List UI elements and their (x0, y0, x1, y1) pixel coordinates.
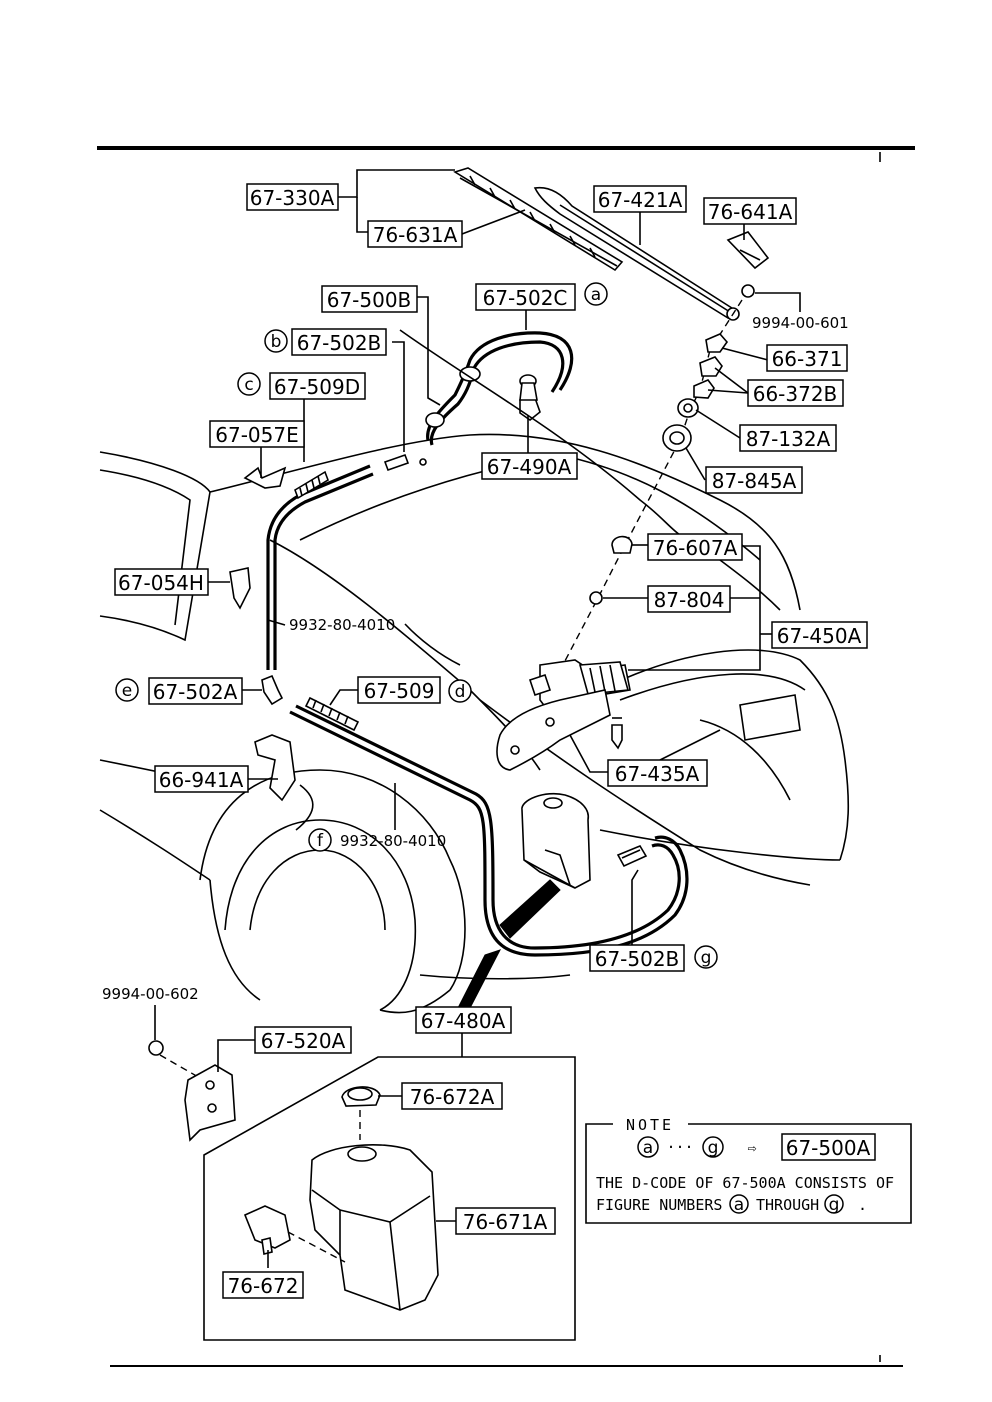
svg-text:e: e (122, 681, 132, 701)
svg-text:d: d (455, 682, 466, 702)
note-line-2c: THROUGH (756, 1196, 819, 1214)
part-label-67-520A: 67-520A (254, 1026, 352, 1054)
svg-text:87-845A: 87-845A (712, 469, 797, 493)
part-label-76-671A: 76-671A (455, 1207, 556, 1235)
svg-text:f: f (317, 831, 324, 851)
svg-text:76-672: 76-672 (228, 1274, 299, 1298)
wiper-motor-assembly (496, 659, 631, 771)
part-label-76-631A: 76-631A (367, 220, 463, 248)
svg-text:b: b (271, 332, 282, 352)
part-label-67-509D: 67-509D (269, 372, 366, 400)
circle-letter-f: f (308, 828, 332, 852)
svg-text:76-631A: 76-631A (373, 223, 458, 247)
svg-text:67-057E: 67-057E (215, 423, 298, 447)
part-label-67-480A: 67-480A (415, 1006, 512, 1034)
svg-text:76-671A: 76-671A (463, 1210, 548, 1234)
part-label-76-672: 76-672 (222, 1271, 304, 1299)
svg-text:67-054H: 67-054H (118, 571, 204, 595)
bracket-67-520A (148, 1040, 236, 1142)
note-line-2b: a (734, 1195, 744, 1215)
svg-text:67-500B: 67-500B (327, 288, 412, 312)
part-label-67-509: 67-509 (357, 676, 441, 704)
circle-letter-g: g (694, 945, 718, 969)
circle-letter-d: d (448, 679, 472, 703)
circle-letter-a: a (584, 282, 608, 306)
svg-text:66-941A: 66-941A (159, 768, 244, 792)
svg-text:67-502C: 67-502C (483, 286, 568, 310)
circle-letter-c: c (237, 372, 261, 396)
note-line-2d: g (829, 1195, 840, 1215)
page-rules (97, 146, 915, 1367)
washer-hoses (266, 331, 689, 957)
part-label-76-672A: 76-672A (401, 1082, 503, 1110)
note-code: 67-500A (786, 1136, 871, 1160)
tank-exploded-view (203, 1056, 576, 1341)
svg-text:67-480A: 67-480A (421, 1009, 506, 1033)
part-label-67-057E: 67-057E (209, 420, 305, 448)
washer-tank-installed (457, 792, 591, 1009)
part-label-76-641A: 76-641A (703, 197, 797, 225)
svg-text:67-502A: 67-502A (153, 680, 238, 704)
svg-text:67-520A: 67-520A (261, 1029, 346, 1053)
part-label-67-500B: 67-500B (321, 285, 418, 313)
plain-label-9994-00-601: 9994-00-601 (752, 314, 849, 332)
part-label-66-371: 66-371 (766, 344, 848, 372)
svg-text:67-421A: 67-421A (598, 188, 683, 212)
svg-text:66-372B: 66-372B (753, 382, 838, 406)
part-label-67-450A: 67-450A (771, 621, 868, 649)
svg-text:76-672A: 76-672A (410, 1085, 495, 1109)
part-label-67-502A: 67-502A (148, 677, 243, 705)
svg-text:76-607A: 76-607A (653, 536, 738, 560)
svg-text:67-509: 67-509 (364, 679, 435, 703)
note-arrow: ⇨ (747, 1139, 756, 1157)
part-label-87-845A: 87-845A (705, 466, 803, 494)
svg-text:66-371: 66-371 (772, 347, 843, 371)
note-line-2a: FIGURE NUMBERS (596, 1196, 722, 1214)
note-range-dots: ··· (666, 1138, 693, 1156)
svg-text:67-509D: 67-509D (274, 375, 360, 399)
note-line-1: THE D-CODE OF 67-500A CONSISTS OF (596, 1174, 894, 1192)
svg-text:67-502B: 67-502B (297, 331, 382, 355)
note-box: NOTE a ··· g ⇨ 67-500A THE D-CODE OF 67-… (585, 1116, 912, 1224)
svg-text:67-502B: 67-502B (595, 947, 680, 971)
vehicle-body-outline (99, 433, 850, 1014)
part-label-67-502B-upper: 67-502B (291, 328, 387, 356)
pivot-hardware (554, 284, 755, 681)
svg-text:67-330A: 67-330A (250, 186, 335, 210)
note-line-2e: . (858, 1196, 867, 1214)
svg-text:g: g (701, 948, 712, 968)
svg-text:67-450A: 67-450A (777, 624, 862, 648)
svg-text:a: a (591, 285, 601, 305)
svg-text:67-435A: 67-435A (615, 762, 700, 786)
note-range-end: g (708, 1138, 719, 1158)
note-title: NOTE (626, 1116, 674, 1134)
part-label-67-330A: 67-330A (246, 183, 339, 211)
plain-label-9994-00-602: 9994-00-602 (102, 985, 199, 1003)
clips-and-springs (229, 466, 360, 802)
part-label-67-502B-lower: 67-502B (589, 944, 685, 972)
part-label-67-435A: 67-435A (607, 759, 708, 787)
part-label-66-941A: 66-941A (154, 765, 249, 793)
part-label-67-054H: 67-054H (114, 568, 209, 596)
svg-text:67-490A: 67-490A (487, 455, 572, 479)
part-label-67-421A: 67-421A (593, 185, 687, 213)
part-label-67-490A: 67-490A (481, 452, 578, 480)
note-range-start: a (643, 1138, 653, 1158)
part-label-76-607A: 76-607A (647, 533, 743, 561)
svg-text:76-641A: 76-641A (708, 200, 793, 224)
svg-text:87-804: 87-804 (654, 588, 725, 612)
plain-label-9932-80-4010-lower: 9932-80-4010 (340, 832, 446, 850)
svg-text:87-132A: 87-132A (746, 427, 831, 451)
svg-text:c: c (244, 375, 253, 395)
part-label-87-132A: 87-132A (739, 424, 837, 452)
part-label-87-804: 87-804 (647, 585, 731, 613)
part-label-66-372B: 66-372B (747, 379, 844, 407)
part-label-67-502C: 67-502C (475, 283, 576, 311)
circle-letter-e: e (115, 678, 139, 702)
circle-letter-b: b (264, 329, 288, 353)
plain-label-9932-80-4010-upper: 9932-80-4010 (289, 616, 395, 634)
